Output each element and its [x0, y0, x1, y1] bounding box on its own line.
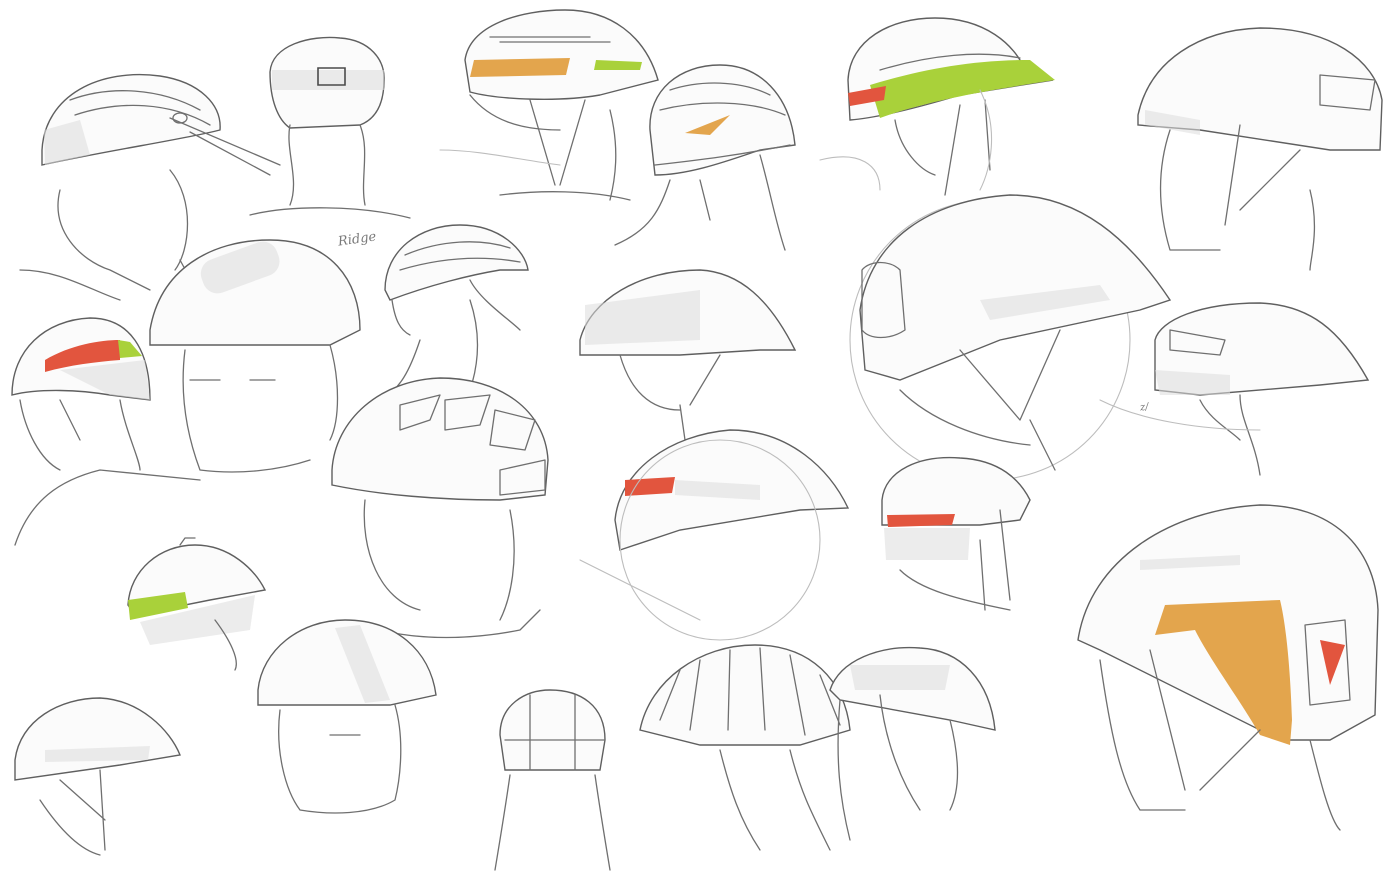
helmet-sketch-h15 — [881, 456, 1031, 611]
construction-lines — [439, 149, 1261, 621]
helmet-sketch-h21 — [639, 644, 851, 851]
helmet-sketch-h16 — [1077, 504, 1379, 831]
helmet-sketch-h22 — [829, 646, 996, 841]
helmet-sketch-h6 — [1137, 27, 1383, 271]
helmet-sketch-h11 — [579, 269, 797, 441]
helmet-sketch-h19 — [257, 619, 437, 814]
helmet-sketch-h13 — [1154, 302, 1370, 476]
helmet-sketch-h9 — [379, 224, 529, 401]
helmet-sketch-h4 — [614, 64, 796, 251]
annotation-mark: z/ — [1139, 401, 1150, 414]
helmet-sketch-h18 — [14, 697, 181, 856]
helmet-sketch-h8 — [149, 239, 361, 473]
helmet-sketch-h2 — [249, 36, 411, 219]
helmet-sketch-h1 — [19, 73, 281, 301]
helmet-sketch-h17 — [127, 537, 267, 671]
helmet-sketch-h3 — [464, 9, 659, 201]
helmet-sketch-h5 — [819, 17, 1055, 196]
helmet-sketch-h20 — [494, 689, 611, 871]
helmet-sketch-h10 — [331, 377, 549, 639]
helmet-sketch-h12 — [849, 194, 1172, 481]
helmet-sketch-h7 — [11, 317, 201, 546]
helmet-sketch-h14 — [614, 429, 850, 641]
